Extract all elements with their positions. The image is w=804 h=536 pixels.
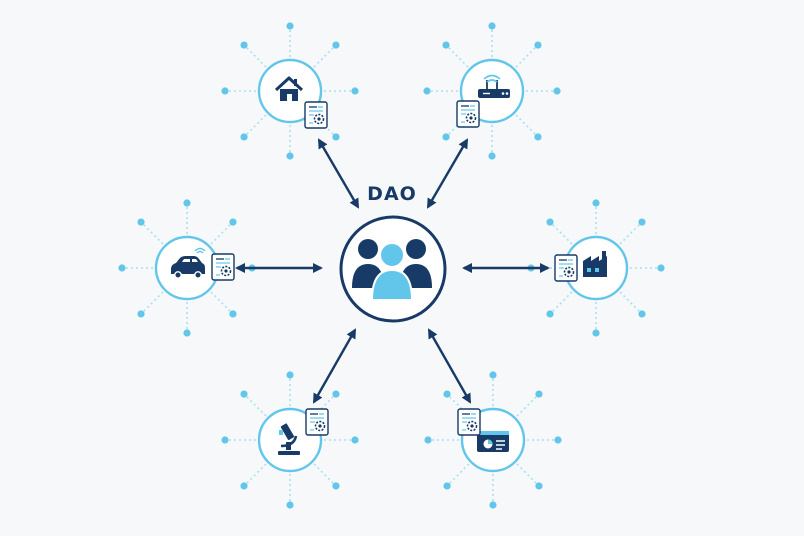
house-icon [274,76,304,101]
group-of-people-icon [352,239,432,301]
spoke-line [210,221,234,245]
spoke-endpoint-dot [332,41,340,49]
spoke-endpoint-dot [423,87,431,95]
spoke-endpoint-dot [488,22,496,30]
node-home [257,58,328,129]
dao-center-node: DAO [339,183,447,323]
spoke-line [446,463,470,487]
smart-contract-document-icon [211,253,235,281]
spoke-line [243,44,267,68]
spoke-line [140,221,164,245]
spoke-endpoint-dot [229,310,237,318]
spoke-endpoint-dot [286,22,294,30]
spoke-endpoint-dot [332,390,340,398]
smart-contract-document-icon [304,101,328,129]
spoke-line [515,44,539,68]
spoke-endpoint-dot [351,436,359,444]
spoke-endpoint-dot [240,390,248,398]
node-lab [257,407,329,473]
spoke-endpoint-dot [442,133,450,141]
arrow-home [317,138,360,209]
spoke-line [549,291,573,315]
microscope-icon [278,423,300,455]
factory-icon [583,251,607,277]
spoke-endpoint-dot [332,133,340,141]
spoke-endpoint-dot [286,152,294,160]
node-car [154,235,235,301]
spoke-endpoint-dot [221,436,229,444]
dao-label: DAO [367,183,417,205]
spoke-endpoint-dot [183,199,191,207]
spoke-line [243,114,267,138]
spoke-endpoint-dot [137,218,145,226]
spoke-line [549,221,573,245]
spoke-endpoint-dot [183,329,191,337]
spoke-line [619,221,643,245]
spoke-line [313,463,337,487]
spoke-endpoint-dot [534,133,542,141]
smart-contract-document-icon [305,408,329,436]
spoke-endpoint-dot [240,133,248,141]
spoke-endpoint-dot [442,41,450,49]
spoke-endpoint-dot [240,482,248,490]
arrow-lab [312,328,357,404]
node-factory [554,235,629,301]
spoke-line [619,291,643,315]
spoke-endpoint-dot [534,41,542,49]
spoke-endpoint-dot [137,310,145,318]
spoke-line [313,44,337,68]
spoke-endpoint-dot [638,310,646,318]
spoke-line [243,393,267,417]
spoke-endpoint-dot [553,87,561,95]
spoke-endpoint-dot [118,264,126,272]
spoke-endpoint-dot [489,371,497,379]
spoke-line [445,44,469,68]
wifi-router-icon [478,74,510,98]
smart-contract-document-icon [457,408,481,436]
spoke-line [210,291,234,315]
spoke-endpoint-dot [424,436,432,444]
spoke-endpoint-dot [554,436,562,444]
spoke-endpoint-dot [221,87,229,95]
spoke-endpoint-dot [286,371,294,379]
spoke-endpoint-dot [546,310,554,318]
spoke-endpoint-dot [286,501,294,509]
spoke-endpoint-dot [546,218,554,226]
spoke-endpoint-dot [229,218,237,226]
spoke-endpoint-dot [592,199,600,207]
spoke-endpoint-dot [535,390,543,398]
spoke-endpoint-dot [351,87,359,95]
node-router [456,58,525,128]
spoke-endpoint-dot [240,41,248,49]
spoke-line [140,291,164,315]
spoke-line [515,114,539,138]
arrow-dashboard [427,328,472,404]
spoke-line [243,463,267,487]
connected-car-icon [171,247,206,279]
spoke-endpoint-dot [638,218,646,226]
network-spokes [118,22,665,509]
spoke-endpoint-dot [592,329,600,337]
spoke-endpoint-dot [535,482,543,490]
connection-arrows [234,138,551,404]
spoke-endpoint-dot [488,152,496,160]
spoke-endpoint-dot [489,501,497,509]
arrow-router [426,138,469,209]
spoke-line [516,393,540,417]
spoke-endpoint-dot [332,482,340,490]
spoke-endpoint-dot [657,264,665,272]
smart-contract-document-icon [554,254,578,282]
spoke-endpoint-dot [443,482,451,490]
dashboard-screen-icon [477,431,509,452]
spoke-endpoint-dot [443,390,451,398]
spoke-line [516,463,540,487]
smart-contract-document-icon [456,100,480,128]
node-dashboard [457,407,526,473]
